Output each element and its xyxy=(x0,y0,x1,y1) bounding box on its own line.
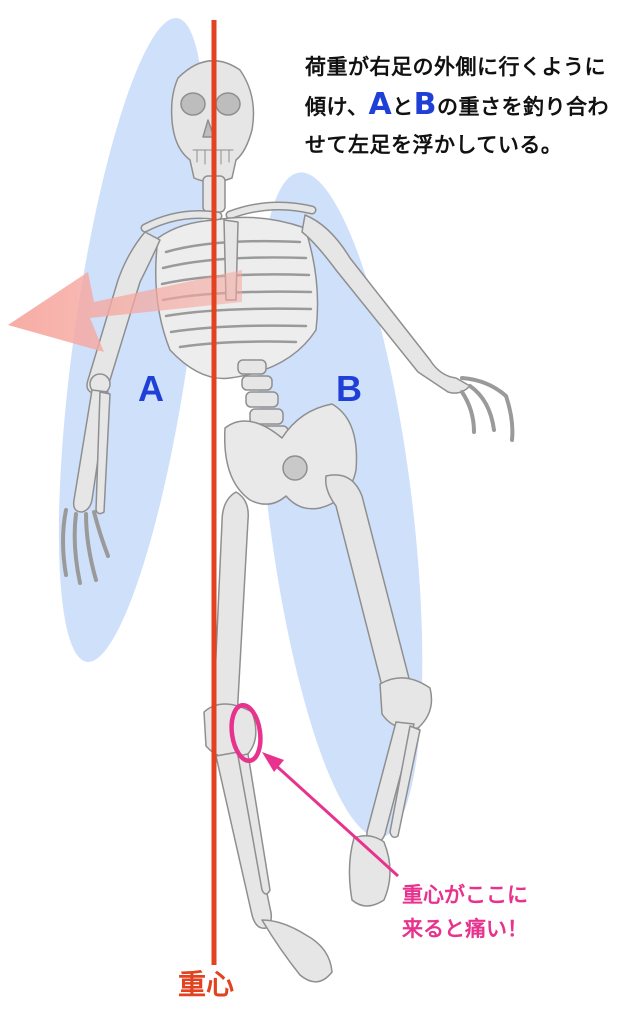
weight-arrow xyxy=(8,270,242,352)
explanation-note: 荷重が右足の外側に行くように傾け、AとBの重さを釣り合わせて左足を浮かしている。 xyxy=(305,48,617,164)
note-text-2: の重さを釣り合わせて左足を浮かしている。 xyxy=(305,95,610,157)
label-a: A xyxy=(138,368,164,409)
pain-note-line-1: 重心がここに xyxy=(402,883,528,907)
note-text-1: 荷重が右足の外側に行くように傾け、 xyxy=(305,55,606,119)
pain-pointer-arrowhead xyxy=(262,752,284,772)
pain-note: 重心がここに 来ると痛い！ xyxy=(402,878,592,946)
skull xyxy=(170,59,255,183)
pain-marker-circle xyxy=(229,702,263,764)
note-text-mid: と xyxy=(392,95,414,119)
note-label-a: A xyxy=(368,87,393,122)
skeleton xyxy=(61,59,515,983)
pain-note-line-2: 来ると痛い！ xyxy=(402,917,528,941)
pain-pointer-line xyxy=(270,760,400,878)
note-label-b: B xyxy=(413,87,438,122)
label-b: B xyxy=(336,368,362,409)
center-of-gravity-label: 重心 xyxy=(178,968,235,1001)
balance-zone-a xyxy=(58,18,206,662)
